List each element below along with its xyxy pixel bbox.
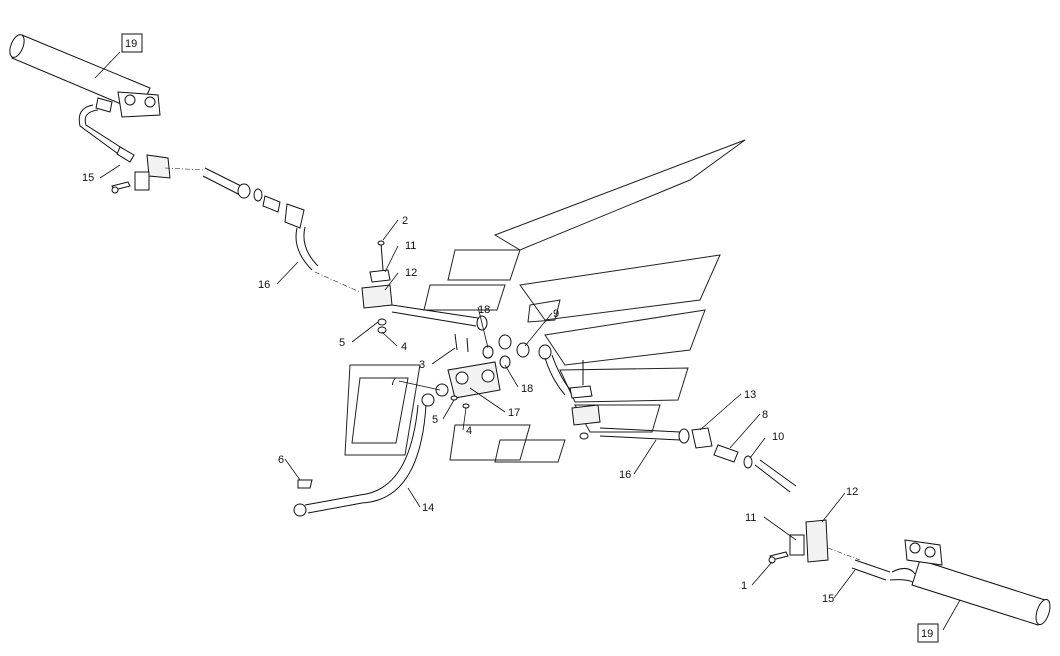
- hose-15-lower: [851, 559, 919, 587]
- hose-center-right: [538, 344, 573, 396]
- centerline-lower: [827, 547, 861, 561]
- callout-10: 10: [772, 431, 784, 443]
- leader-lines: [94, 51, 961, 631]
- callout-5-lower: 5: [432, 414, 438, 426]
- callout-6: 6: [278, 454, 284, 466]
- clamp-center: [361, 240, 393, 334]
- callout-13: 13: [744, 389, 756, 401]
- callout-19-box-lower: [917, 623, 939, 643]
- callout-9: 9: [553, 308, 559, 320]
- hose-14: [293, 393, 435, 517]
- clamp-right-center: [569, 360, 601, 440]
- callout-3: 3: [419, 359, 425, 371]
- callout-16-lower: 16: [619, 469, 631, 481]
- callout-19-box-upper: [121, 33, 143, 53]
- callout-18-upper: 18: [478, 304, 490, 316]
- clamp-lower-right: [768, 519, 829, 564]
- clamp-upper-left: [111, 154, 171, 194]
- hose-16-upper: [202, 167, 319, 271]
- centerline-upper: [164, 167, 206, 171]
- callout-15-upper: 15: [82, 172, 94, 184]
- callout-16-upper: 16: [258, 279, 270, 291]
- centerline-upper-2: [314, 271, 361, 293]
- callout-12-center: 12: [405, 267, 417, 279]
- callout-19-lower: 19: [921, 628, 933, 640]
- callout-7: 7: [390, 376, 396, 388]
- valve-block-17: [435, 333, 530, 409]
- clip-6: [297, 479, 313, 489]
- callout-4-upper: 4: [401, 341, 407, 353]
- callout-12-lower: 12: [846, 486, 858, 498]
- callout-4-lower: 4: [466, 425, 472, 437]
- callout-15-lower: 15: [822, 593, 834, 605]
- hose-16-lower: [599, 427, 797, 493]
- hose-15-upper: [78, 104, 135, 163]
- callout-14: 14: [422, 502, 434, 514]
- callout-1: 1: [741, 580, 747, 592]
- callout-11-center: 11: [405, 240, 416, 252]
- callout-2: 2: [402, 215, 408, 227]
- hydraulic-cylinder-lower-right: [904, 539, 1051, 626]
- callout-19-upper: 19: [125, 38, 137, 50]
- callout-11-lower: 11: [745, 512, 756, 524]
- hose-center: [391, 304, 488, 331]
- callout-5-upper: 5: [339, 337, 345, 349]
- callout-17: 17: [508, 407, 520, 419]
- hydraulic-cylinder-upper-left: [9, 34, 161, 118]
- callout-8: 8: [762, 409, 768, 421]
- background-watermark: [344, 139, 746, 463]
- callout-18-lower: 18: [521, 383, 533, 395]
